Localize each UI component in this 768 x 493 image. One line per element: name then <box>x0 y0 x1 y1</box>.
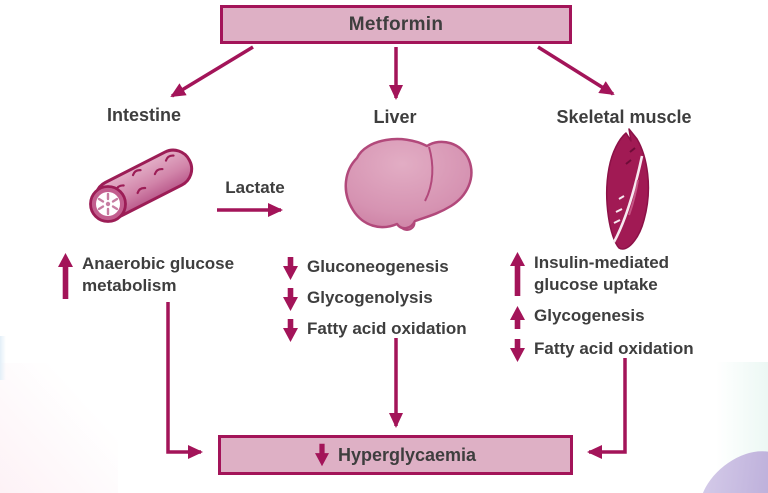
increase-arrow-icon <box>510 306 525 329</box>
intestine-illustration <box>89 148 194 223</box>
liver-illustration <box>344 137 473 231</box>
metformin-to-intestine-arrow <box>170 45 254 98</box>
effect-label: Fatty acid oxidation <box>307 319 467 338</box>
effect-label: Insulin-mediated glucose uptake <box>534 253 670 294</box>
effect-label: Anaerobic glucose metabolism <box>82 254 235 295</box>
metformin-to-muscle-arrow <box>537 45 615 96</box>
decrease-arrow-icon <box>510 339 525 362</box>
increase-arrow-icon <box>510 252 525 296</box>
metformin-box: Metformin <box>220 5 572 44</box>
effect-row: Insulin-mediated glucose uptake <box>510 252 704 296</box>
skeletal-muscle-illustration <box>606 128 650 250</box>
effect-row: Glycogenolysis <box>283 287 467 311</box>
decrease-arrow-icon <box>283 257 298 280</box>
muscle-effects-list: Insulin-mediated glucose uptake Glycogen… <box>510 252 704 362</box>
intestine-to-outcome-arrow <box>166 302 203 459</box>
effect-row: Gluconeogenesis <box>283 256 467 280</box>
effect-row: Fatty acid oxidation <box>510 338 704 362</box>
effect-row: Anaerobic glucose metabolism <box>58 253 252 299</box>
effect-row: Glycogenesis <box>510 305 704 329</box>
intestine-effects-list: Anaerobic glucose metabolism <box>58 253 252 299</box>
decrease-arrow-icon <box>283 288 298 311</box>
liver-label: Liver <box>373 107 417 127</box>
decrease-arrow-icon <box>283 319 298 342</box>
metformin-label: Metformin <box>348 13 444 35</box>
intestine-label: Intestine <box>106 105 182 125</box>
liver-effects-list: Gluconeogenesis Glycogenolysis Fatty aci… <box>283 256 467 342</box>
effect-label: Glycogenesis <box>534 306 645 325</box>
effect-label: Glycogenolysis <box>307 288 433 307</box>
skeletal-muscle-label: Skeletal muscle <box>556 107 692 127</box>
hyperglycaemia-box: Hyperglycaemia <box>218 435 573 475</box>
lactate-label: Lactate <box>225 178 285 197</box>
effect-row: Fatty acid oxidation <box>283 318 467 342</box>
increase-arrow-icon <box>58 253 73 299</box>
effect-label: Fatty acid oxidation <box>534 339 694 358</box>
muscle-to-outcome-arrow <box>587 358 627 459</box>
outcome-label: Hyperglycaemia <box>337 444 477 465</box>
background-pink-wash <box>0 363 118 493</box>
background-blue-streak <box>0 336 6 380</box>
effect-label: Gluconeogenesis <box>307 257 449 276</box>
decrease-arrow-icon <box>314 443 329 467</box>
